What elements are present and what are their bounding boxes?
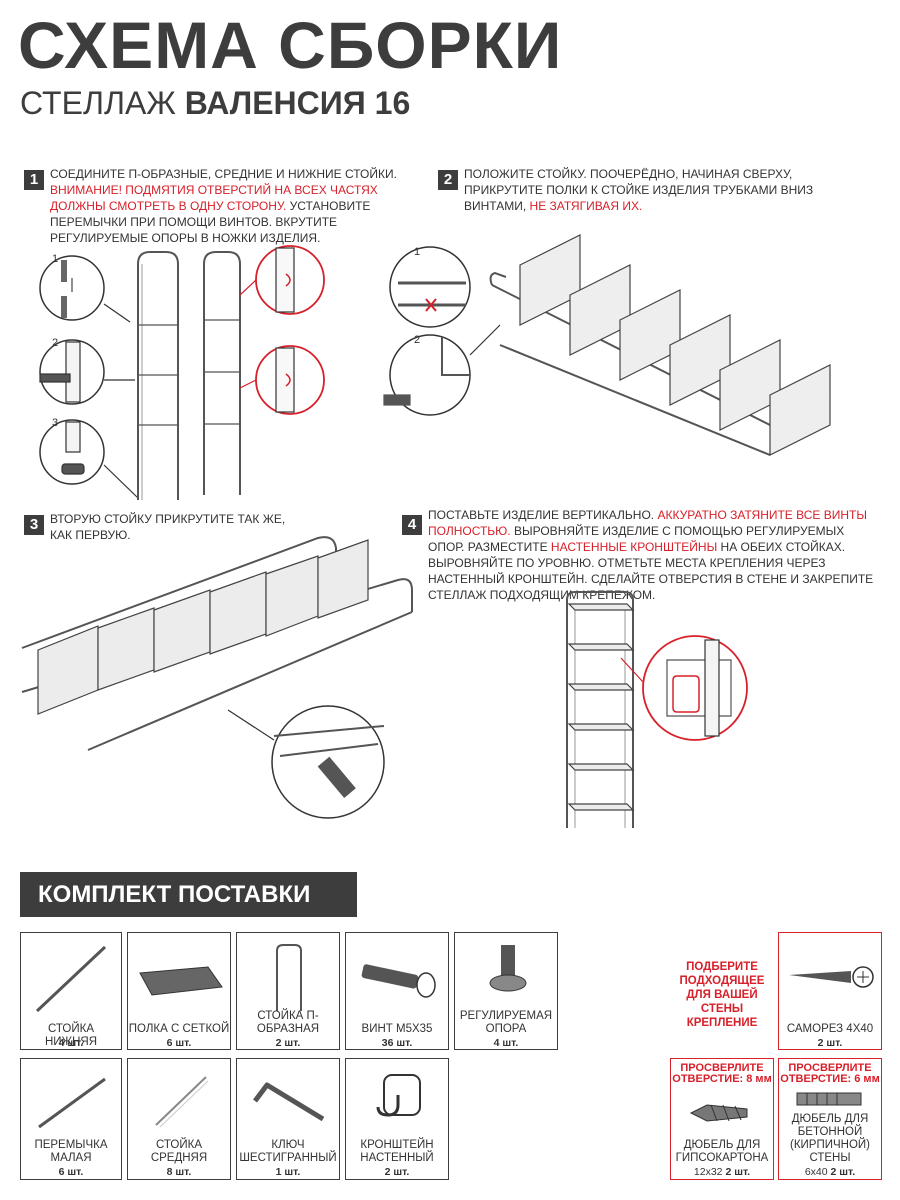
wood-screw-icon: [789, 966, 874, 988]
kit-item-adjustable-foot: РЕГУЛИРУЕМАЯ ОПОРА 4 шт.: [454, 932, 558, 1050]
step-4-text-c: ВЫРОВНЯЙТЕ ИЗДЕЛИЕ С ПОМОЩЬЮ РЕГУЛИРУЕМЫ…: [428, 524, 845, 554]
kit-item-name: ПОЛКА С СЕТКОЙ: [128, 1023, 230, 1035]
kit-item-middle-post: СТОЙКА СРЕДНЯЯ 8 шт.: [127, 1058, 231, 1180]
kit-item-qty: 1 шт.: [275, 1166, 301, 1178]
step-2-text-a: ПОЛОЖИТЕ СТОЙКУ. ПООЧЕРЁДНО, НАЧИНАЯ СВЕ…: [464, 167, 814, 213]
kit-item-name: РЕГУЛИРУЕМАЯ ОПОРА: [459, 1010, 553, 1035]
kit-item-name: ДЮБЕЛЬ ДЛЯ БЕТОННОЙ (КИРПИЧНОЙ) СТЕНЫ: [789, 1113, 870, 1164]
step-2-illustration: 1 2: [383, 234, 831, 456]
middle-post-icon: [155, 1076, 209, 1128]
kit-item-name: ВИНТ М5х35: [361, 1023, 433, 1035]
kit-item-qty: 6х40 2 шт.: [779, 1166, 881, 1178]
step-1-warning: ВНИМАНИЕ! ПОДМЯТИЯ ОТВЕРСТИЙ НА ВСЕХ ЧАС…: [50, 183, 378, 213]
step-2-text: ПОЛОЖИТЕ СТОЙКУ. ПООЧЕРЁДНО, НАЧИНАЯ СВЕ…: [464, 166, 824, 214]
step-4-text: ПОСТАВЬТЕ ИЗДЕЛИЕ ВЕРТИКАЛЬНО. АККУРАТНО…: [428, 507, 878, 603]
step-2-warning: НЕ ЗАТЯГИВАЯ ИХ.: [529, 199, 643, 213]
step-2-number: 2: [438, 170, 458, 190]
kit-item-u-post: СТОЙКА П-ОБРАЗНАЯ 2 шт.: [236, 932, 340, 1050]
step-2-callout-1: 1: [414, 246, 420, 258]
kit-item-name: САМОРЕЗ 4х40: [786, 1023, 874, 1035]
hex-key-icon: [253, 1082, 325, 1122]
kit-item-qty: 8 шт.: [166, 1166, 192, 1178]
page-subtitle: СТЕЛЛАЖ ВАЛЕНСИЯ 16: [20, 85, 411, 121]
kit-item-name: СТОЙКА П-ОБРАЗНАЯ: [256, 1010, 320, 1035]
step-1-number: 1: [24, 170, 44, 190]
drill-note: ПРОСВЕРЛИТЕ ОТВЕРСТИЕ: 6 мм: [780, 1062, 880, 1085]
step-1-text-a: СОЕДИНИТЕ П-ОБРАЗНЫЕ, СРЕДНИЕ И НИЖНИЕ С…: [50, 167, 397, 181]
drill-note: ПРОСВЕРЛИТЕ ОТВЕРСТИЕ: 8 мм: [672, 1062, 772, 1085]
kit-item-wall-bracket: КРОНШТЕЙН НАСТЕННЫЙ 2 шт.: [345, 1058, 449, 1180]
kit-item-qty: 4 шт.: [58, 1037, 84, 1049]
step-4-text-a: ПОСТАВЬТЕ ИЗДЕЛИЕ ВЕРТИКАЛЬНО.: [428, 508, 655, 522]
small-crossbar-icon: [38, 1077, 106, 1129]
kit-item-name: ПЕРЕМЫЧКА МАЛАЯ: [34, 1139, 108, 1164]
kit-item-screw: ВИНТ М5х35 36 шт.: [345, 932, 449, 1050]
kit-item-size: 6х40: [804, 1166, 828, 1178]
step-3-text: ВТОРУЮ СТОЙКУ ПРИКРУТИТЕ ТАК ЖЕ, КАК ПЕР…: [50, 512, 286, 542]
adjustable-foot-icon: [489, 945, 527, 992]
kit-item-hex-key: КЛЮЧ ШЕСТИГРАННЫЙ 1 шт.: [236, 1058, 340, 1180]
fastener-hint: ПОДБЕРИТЕ ПОДХОДЯЩЕЕ ДЛЯ ВАШЕЙ СТЕНЫ КРЕ…: [679, 961, 765, 1029]
step-2-callout-2: 2: [414, 334, 420, 346]
wall-bracket-icon: [376, 1074, 421, 1117]
kit-item-qty: 4 шт.: [493, 1037, 519, 1049]
kit-item-name: ДЮБЕЛЬ ДЛЯ ГИПСОКАРТОНА: [675, 1139, 769, 1164]
step-1-text-c: УСТАНОВИТЕ ПЕРЕМЫЧКИ ПРИ ПОМОЩИ ВИНТОВ. …: [50, 199, 371, 245]
step-1-callout-2: 2: [52, 337, 58, 349]
u-post-icon: [276, 944, 302, 1011]
kit-banner: КОМПЛЕКТ ПОСТАВКИ: [20, 872, 357, 917]
step-4-number: 4: [402, 515, 422, 535]
step-4-warning: АККУРАТНО ЗАТЯНИТЕ ВСЕ ВИНТЫ ПОЛНОСТЬЮ.: [428, 508, 868, 538]
kit-item-qty: 36 шт.: [381, 1037, 413, 1049]
step-1-callout-1: 1: [52, 253, 58, 265]
kit-item-mesh-shelf: ПОЛКА С СЕТКОЙ 6 шт.: [127, 932, 231, 1050]
kit-item-count: 2 шт.: [830, 1166, 856, 1178]
kit-item-qty: 6 шт.: [166, 1037, 192, 1049]
lower-post-icon: [35, 945, 107, 1013]
step-3-illustration: [21, 536, 413, 819]
kit-item-lower-post: СТОЙКА НИЖНЯЯ 4 шт.: [20, 932, 122, 1050]
subtitle-model: ВАЛЕНСИЯ 16: [184, 85, 411, 121]
step-4-text-e: НА ОБЕИХ СТОЙКАХ. ВЫРОВНЯЙТЕ ПО УРОВНЮ. …: [428, 540, 874, 602]
kit-item-qty: 2 шт.: [275, 1037, 301, 1049]
step-3-number: 3: [24, 515, 44, 535]
kit-item-size: 12х32: [693, 1166, 723, 1178]
kit-item-name: СТОЙКА СРЕДНЯЯ: [150, 1139, 208, 1164]
kit-item-qty: 2 шт.: [817, 1037, 843, 1049]
kit-item-name: СТОЙКА НИЖНЯЯ: [44, 1023, 98, 1048]
screw-icon: [361, 964, 436, 998]
kit-item-name: КРОНШТЕЙН НАСТЕННЫЙ: [360, 1139, 434, 1164]
kit-item-name: КЛЮЧ ШЕСТИГРАННЫЙ: [239, 1139, 337, 1164]
kit-item-qty: 2 шт.: [384, 1166, 410, 1178]
step-4-illustration: [566, 591, 748, 828]
drywall-anchor-icon: [689, 1104, 748, 1122]
kit-item-small-crossbar: ПЕРЕМЫЧКА МАЛАЯ 6 шт.: [20, 1058, 122, 1180]
kit-item-count: 2 шт.: [725, 1166, 751, 1178]
mesh-shelf-icon: [139, 966, 223, 996]
step-1-text: СОЕДИНИТЕ П-ОБРАЗНЫЕ, СРЕДНИЕ И НИЖНИЕ С…: [50, 166, 410, 246]
kit-item-qty: 12х32 2 шт.: [671, 1166, 773, 1178]
kit-item-wood-screw: САМОРЕЗ 4х40 2 шт.: [778, 932, 882, 1050]
step-4-brackets: НАСТЕННЫЕ КРОНШТЕЙНЫ: [550, 540, 718, 554]
kit-item-drywall-anchor: ПРОСВЕРЛИТЕ ОТВЕРСТИЕ: 8 мм ДЮБЕЛЬ ДЛЯ Г…: [670, 1058, 774, 1180]
concrete-anchor-icon: [796, 1092, 862, 1106]
kit-item-qty: 6 шт.: [58, 1166, 84, 1178]
page-title: СХЕМА СБОРКИ: [18, 8, 563, 82]
step-1-callout-3: 3: [52, 417, 58, 429]
step-1-illustration: 1 2 3: [39, 245, 325, 500]
kit-item-concrete-anchor: ПРОСВЕРЛИТЕ ОТВЕРСТИЕ: 6 мм ДЮБЕЛЬ ДЛЯ Б…: [778, 1058, 882, 1180]
subtitle-prefix: СТЕЛЛАЖ: [20, 85, 176, 121]
